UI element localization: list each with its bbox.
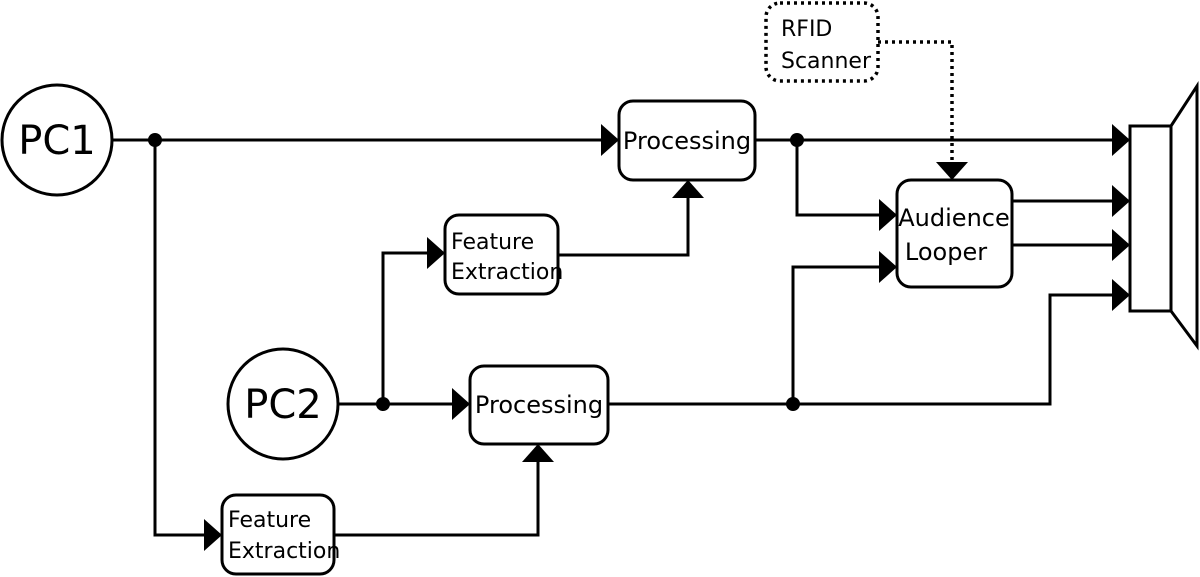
arrow-into-speaker-2 — [1112, 185, 1130, 217]
node-feature-extraction-top: Feature Extraction — [443, 213, 563, 296]
node-rfid-scanner-line1: RFID — [781, 17, 832, 42]
arrow-into-processing-bottom-bottom — [522, 444, 554, 462]
node-feature-extraction-bottom: Feature Extraction — [220, 493, 340, 576]
node-feature-extraction-bottom-line2: Extraction — [228, 539, 340, 564]
arrow-into-feature-extraction-bottom — [204, 519, 222, 551]
arrow-into-looper-lower — [879, 251, 897, 283]
arrow-into-processing-top-bottom — [672, 180, 704, 198]
node-processing-bottom-label: Processing — [475, 391, 603, 419]
node-rfid-scanner-line2: Scanner — [781, 49, 872, 74]
arrow-into-processing-top — [601, 124, 619, 156]
wire-processing-top-to-looper — [795, 140, 880, 217]
arrow-into-speaker-3 — [1112, 229, 1130, 261]
wire-feature-bottom-to-processing-bottom — [334, 462, 540, 537]
node-processing-bottom: Processing — [468, 364, 610, 446]
arrow-into-speaker-4 — [1112, 279, 1130, 311]
node-processing-top-label: Processing — [623, 127, 751, 155]
wire-feature-top-to-processing-top — [558, 198, 690, 257]
node-rfid-scanner: RFID Scanner — [764, 1, 880, 83]
node-audience-looper-line2: Looper — [905, 238, 987, 266]
node-feature-extraction-bottom-line1: Feature — [228, 508, 311, 533]
node-audience-looper-line1: Audience — [898, 204, 1009, 232]
junction-processing-bottom — [786, 397, 800, 411]
node-audience-looper: Audience Looper — [895, 178, 1014, 289]
node-pc1: PC1 — [0, 83, 114, 197]
node-feature-extraction-top-line1: Feature — [451, 230, 534, 255]
wire-rfid-to-looper — [878, 40, 954, 160]
junctions — [148, 133, 804, 411]
arrow-into-speaker-1 — [1112, 124, 1130, 156]
arrow-into-looper-upper — [879, 199, 897, 231]
arrow-into-processing-bottom — [452, 388, 470, 420]
junction-processing-top — [790, 133, 804, 147]
arrow-into-feature-extraction-top — [427, 237, 445, 269]
junction-pc2 — [376, 397, 390, 411]
wire-pc2-to-feature-extraction-top — [381, 251, 428, 404]
node-pc2-label: PC2 — [244, 382, 322, 428]
arrowheads — [204, 124, 1130, 551]
node-pc2: PC2 — [226, 347, 340, 461]
wire-pc1-to-feature-extraction-bottom — [153, 140, 205, 537]
node-feature-extraction-top-line2: Extraction — [451, 260, 563, 285]
node-processing-top: Processing — [617, 99, 757, 182]
junction-pc1 — [148, 133, 162, 147]
node-pc1-label: PC1 — [18, 118, 96, 164]
arrow-into-looper-top — [936, 162, 968, 180]
speaker-icon — [1128, 80, 1199, 351]
connections — [113, 40, 1112, 537]
wire-processing-bottom-output — [608, 293, 1112, 406]
wire-processing-bottom-to-looper — [791, 265, 880, 404]
